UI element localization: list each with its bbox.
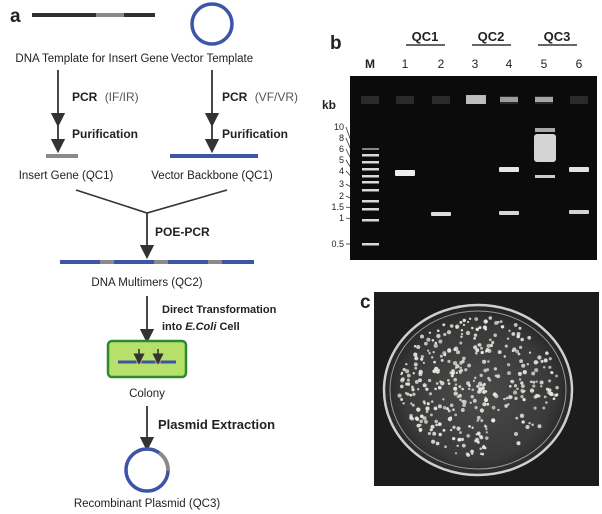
band-lane4-lower bbox=[499, 211, 519, 215]
dna-multimers-label: DNA Multimers (QC2) bbox=[91, 277, 202, 289]
lane-label-3: 3 bbox=[472, 57, 479, 71]
panel-b: b QC1 QC2 QC3 M 1 2 3 4 5 6 kb 10 8 6 5 … bbox=[322, 29, 597, 260]
gel-image bbox=[350, 76, 597, 260]
transformation-line2: into E.Coli Cell bbox=[162, 321, 240, 333]
merge-lines bbox=[75, 189, 228, 214]
lane-label-1: 1 bbox=[402, 57, 409, 71]
vector-backbone-label: Vector Backbone (QC1) bbox=[151, 170, 273, 182]
pcr-left-bold: PCR bbox=[72, 90, 98, 104]
tick-6: 6 bbox=[339, 144, 344, 154]
band-lane6-upper bbox=[569, 167, 589, 172]
purification-left: Purification bbox=[72, 127, 138, 141]
band-lane6-lower bbox=[569, 210, 589, 214]
pcr-right-primers: (VF/VR) bbox=[255, 90, 298, 104]
band-lane5-smear bbox=[534, 128, 556, 178]
tick-8: 8 bbox=[339, 133, 344, 143]
transformation-line1: Direct Transformation bbox=[162, 304, 277, 316]
colony-cell-box bbox=[106, 339, 188, 379]
panel-c-label: c bbox=[360, 292, 371, 313]
group-qc3: QC3 bbox=[544, 29, 571, 44]
lane-label-4: 4 bbox=[506, 57, 513, 71]
pcr-left-text: PCR (IF/IR) bbox=[72, 90, 139, 104]
recombinant-plasmid-label: Recombinant Plasmid (QC3) bbox=[74, 498, 221, 510]
tick-1-5: 1.5 bbox=[331, 202, 344, 212]
vector-template-label: Vector Template bbox=[171, 53, 253, 65]
panel-a-label: a bbox=[10, 6, 21, 27]
petri-dish-inner-rim bbox=[389, 310, 567, 470]
band-lane1 bbox=[395, 170, 415, 176]
tick-4: 4 bbox=[339, 166, 344, 176]
transformation-italic: E.Coli bbox=[185, 321, 217, 333]
recombinant-plasmid-circle bbox=[124, 447, 170, 493]
panel-a: a DNA Template for Insert Gene Vector Te… bbox=[10, 2, 298, 510]
group-qc1: QC1 bbox=[412, 29, 439, 44]
kb-unit-label: kb bbox=[322, 98, 336, 112]
vector-template-circle bbox=[190, 2, 234, 46]
colony-label: Colony bbox=[129, 388, 165, 400]
tick-5: 5 bbox=[339, 155, 344, 165]
plasmid-extraction-label: Plasmid Extraction bbox=[158, 417, 275, 432]
poe-pcr-label: POE-PCR bbox=[155, 225, 210, 239]
tick-10: 10 bbox=[334, 122, 344, 132]
transformation-post: Cell bbox=[216, 321, 239, 333]
purification-right: Purification bbox=[222, 127, 288, 141]
transformation-pre: into bbox=[162, 321, 185, 333]
tick-1: 1 bbox=[339, 213, 344, 223]
band-lane2 bbox=[431, 212, 451, 216]
lane-label-6: 6 bbox=[576, 57, 583, 71]
lane-label-5: 5 bbox=[541, 57, 548, 71]
panel-c: c bbox=[360, 292, 599, 486]
lane-label-2: 2 bbox=[438, 57, 445, 71]
insert-gene-label: Insert Gene (QC1) bbox=[19, 170, 114, 182]
pcr-right-text: PCR (VF/VR) bbox=[222, 90, 298, 104]
ladder-tick-labels: 10 8 6 5 4 3 2 1.5 1 0.5 bbox=[331, 122, 344, 249]
pcr-right-bold: PCR bbox=[222, 90, 248, 104]
tick-2: 2 bbox=[339, 191, 344, 201]
ladder-bands bbox=[362, 148, 379, 246]
lane-label-m: M bbox=[365, 57, 375, 71]
pcr-left-primers: (IF/IR) bbox=[105, 90, 139, 104]
group-qc2: QC2 bbox=[478, 29, 505, 44]
bacterial-colonies bbox=[397, 316, 559, 457]
dna-template-label: DNA Template for Insert Gene bbox=[15, 53, 168, 65]
panel-b-label: b bbox=[330, 33, 342, 54]
tick-0-5: 0.5 bbox=[331, 239, 344, 249]
tick-3: 3 bbox=[339, 179, 344, 189]
band-lane4-upper bbox=[499, 167, 519, 172]
petri-dish bbox=[382, 303, 574, 477]
